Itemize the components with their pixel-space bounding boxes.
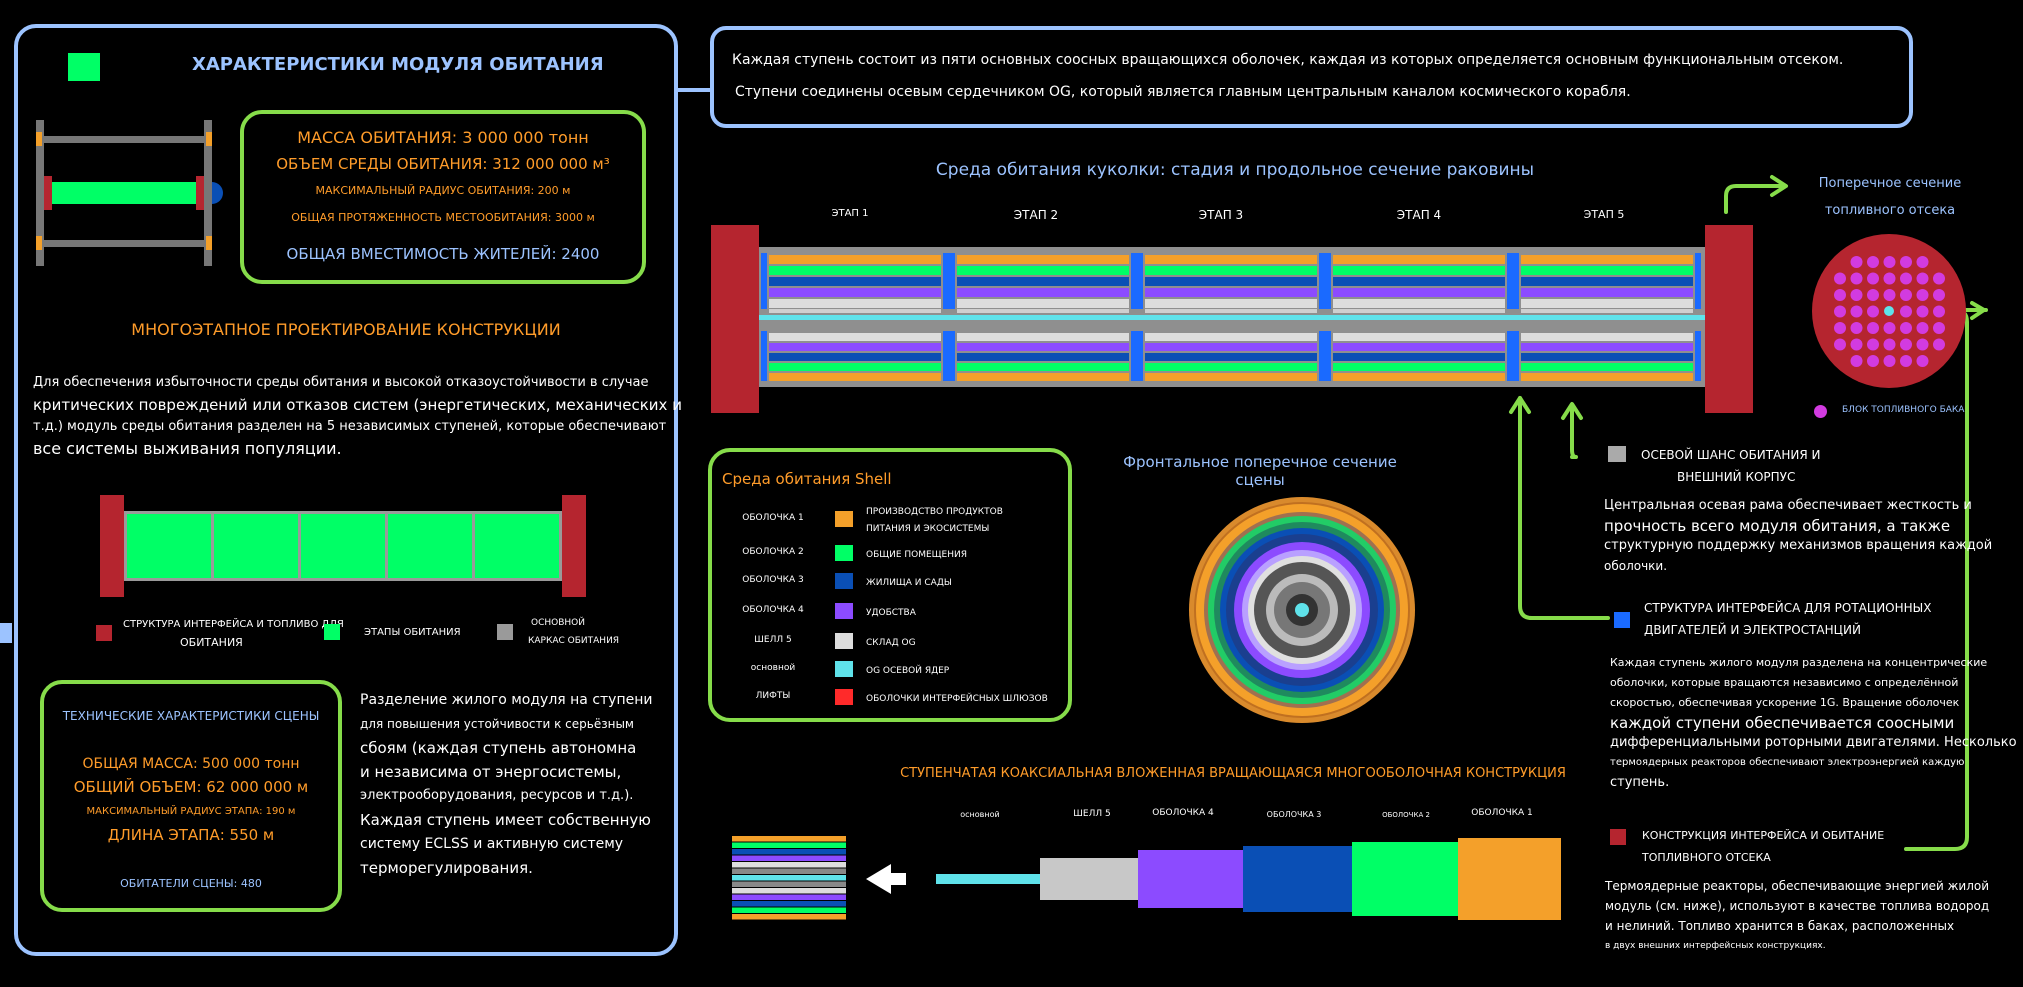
stage-split-text: Разделение жилого модуля на ступени для …	[360, 692, 653, 877]
multistage-text: Для обеспечения избыточности среды обита…	[33, 375, 682, 458]
shell-legend-swatch	[835, 689, 853, 705]
shell-legend-swatch	[835, 511, 853, 527]
stage-specs-title: ТЕХНИЧЕСКИЕ ХАРАКТЕРИСТИКИ СЦЕНЫ	[62, 709, 320, 723]
legend-interface-label: СТРУКТУРА ИНТЕРФЕЙСА И ТОПЛИВО ДЛЯ	[123, 619, 344, 630]
habitat-specs-box	[240, 110, 646, 284]
stage-description-line-2: Ступени соединены осевым сердечником OG,…	[735, 84, 1631, 100]
habitat-volume: ОБЪЕМ СРЕДЫ ОБИТАНИЯ: 312 000 000 м³	[276, 155, 610, 173]
shell-legend-desc: OG ОСЕВОЙ ЯДЕР	[866, 666, 950, 676]
shell-legend-name: ШЕЛЛ 5	[754, 635, 792, 645]
longitudinal-section-title: Среда обитания куколки: стадия и продоль…	[935, 160, 1535, 180]
shell-legend-name: ОБОЛОЧКА 3	[742, 575, 804, 585]
longitudinal-section-diagram	[711, 225, 1753, 413]
stage-residents: ОБИТАТЕЛИ СЦЕНЫ: 480	[120, 877, 262, 890]
legend-frame-swatch	[497, 624, 513, 640]
legend-stages-label: ЭТАПЫ ОБИТАНИЯ	[364, 627, 461, 638]
fuel-tank-swatch	[1814, 405, 1827, 418]
shell-legend-desc: ОБЩИЕ ПОМЕЩЕНИЯ	[866, 550, 967, 560]
coax-label-shell-1: ОБОЛОЧКА 1	[1471, 808, 1533, 818]
stage-description-box	[710, 26, 1913, 128]
shell-legend-desc: УДОБСТВА	[866, 608, 916, 618]
shell-legend-title: Среда обитания Shell	[722, 470, 892, 488]
shell-legend-box	[708, 448, 1072, 722]
shell-legend-swatch	[835, 573, 853, 589]
legend-frame-label: ОСНОВНОЙ	[531, 618, 585, 628]
stage-label-4: ЭТАП 4	[1396, 208, 1442, 222]
legend-interface-swatch	[96, 625, 112, 641]
habitat-color-swatch	[68, 53, 100, 81]
fuel-iface-text: Термоядерные реакторы, обеспечивающие эн…	[1605, 879, 1990, 951]
shell-legend-swatch	[835, 661, 853, 677]
habitat-module-diagram	[36, 120, 223, 266]
legend-interface-label-2: ОБИТАНИЯ	[180, 636, 243, 649]
fuel-tank-label: БЛОК ТОПЛИВНОГО БАКА	[1842, 405, 1965, 415]
stage-label-5: ЭТАП 5	[1583, 208, 1625, 221]
axial-frame-swatch	[1608, 446, 1626, 462]
iface-motor-title: СТРУКТУРА ИНТЕРФЕЙСА ДЛЯ РОТАЦИОННЫХ ДВИ…	[1644, 601, 1932, 637]
iface-motor-swatch	[1614, 612, 1630, 628]
stage-description-line-1: Каждая ступень состоит из пяти основных …	[732, 52, 1844, 68]
shell-legend-name: основной	[750, 663, 796, 673]
coax-label-shell-2: ОБОЛОЧКА 2	[1382, 811, 1430, 819]
habitat-module-panel	[14, 24, 678, 956]
habitat-length: ОБЩАЯ ПРОТЯЖЕННОСТЬ МЕСТООБИТАНИЯ: 3000 …	[291, 211, 595, 224]
fuel-iface-title: КОНСТРУКЦИЯ ИНТЕРФЕЙСА И ОБИТАНИЕ ТОПЛИВ…	[1642, 829, 1885, 864]
five-stage-diagram	[100, 495, 586, 597]
shell-legend-desc: ОБОЛОЧКИ ИНТЕРФЕЙСНЫХ ШЛЮЗОВ	[866, 694, 1048, 704]
coax-label-shell-4: ОБОЛОЧКА 4	[1152, 808, 1214, 818]
habitat-mass: МАССА ОБИТАНИЯ: 3 000 000 тонн	[297, 128, 589, 147]
frontal-section-diagram	[1189, 497, 1415, 723]
shell-legend-name: ОБОЛОЧКА 1	[742, 513, 804, 523]
stage-volume: ОБЩИЙ ОБЪЕМ: 62 000 000 м	[73, 778, 309, 796]
stage-label-2: ЭТАП 2	[1013, 208, 1059, 222]
axial-frame-text: Центральная осевая рама обеспечивает жес…	[1604, 498, 1993, 573]
shell-legend-name: ЛИФТЫ	[755, 691, 791, 701]
stage-specs-box	[40, 680, 342, 912]
stage-label-1: ЭТАП 1	[831, 208, 869, 219]
shell-legend-swatch	[835, 603, 853, 619]
fuel-section-title-1: Поперечное сечение	[1818, 176, 1962, 191]
axial-frame-title: ОСЕВОЙ ШАНС ОБИТАНИЯ И ВНЕШНИЙ КОРПУС	[1641, 448, 1821, 484]
coax-label-shell-5: ШЕЛЛ 5	[1073, 809, 1111, 819]
shell-legend-name: ОБОЛОЧКА 4	[742, 605, 804, 615]
habitat-module-title: ХАРАКТЕРИСТИКИ МОДУЛЯ ОБИТАНИЯ	[192, 54, 604, 75]
multistage-title: МНОГОЭТАПНОЕ ПРОЕКТИРОВАНИЕ КОНСТРУКЦИИ	[131, 320, 561, 339]
coax-label-shell-3: ОБОЛОЧКА 3	[1266, 810, 1322, 819]
coax-label-core: основной	[960, 810, 1000, 819]
coaxial-title: СТУПЕНЧАТАЯ КОАКСИАЛЬНАЯ ВЛОЖЕННАЯ ВРАЩА…	[900, 766, 1566, 781]
fuel-iface-swatch	[1610, 829, 1626, 845]
coaxial-diagram	[732, 836, 1561, 920]
shell-legend-desc: СКЛАД OG	[866, 638, 916, 648]
legend-frame-label-2: КАРКАС ОБИТАНИЯ	[528, 636, 620, 646]
stage-mass: ОБЩАЯ МАССА: 500 000 тонн	[82, 756, 300, 772]
iface-motor-text: Каждая ступень жилого модуля разделена н…	[1610, 656, 2017, 790]
stage-length: ДЛИНА ЭТАПА: 550 м	[107, 826, 275, 844]
shell-legend-swatch	[835, 545, 853, 561]
shell-legend-desc: ЖИЛИЩА И САДЫ	[866, 578, 952, 588]
shell-legend-name: ОБОЛОЧКА 2	[742, 547, 804, 557]
stage-radius: МАКСИМАЛЬНЫЙ РАДИУС ЭТАПА: 190 м	[86, 806, 296, 817]
shell-legend-swatch	[835, 633, 853, 649]
legend-stages-swatch	[324, 624, 340, 640]
fuel-section-title-2: топливного отсека	[1824, 203, 1956, 218]
habitat-capacity: ОБЩАЯ ВМЕСТИМОСТЬ ЖИТЕЛЕЙ: 2400	[286, 245, 600, 263]
stage-label-3: ЭТАП 3	[1198, 208, 1244, 222]
habitat-radius: МАКСИМАЛЬНЫЙ РАДИУС ОБИТАНИЯ: 200 м	[315, 184, 571, 197]
frontal-section-title: Фронтальное поперечное сечение сцены	[1123, 453, 1397, 489]
fuel-section-diagram	[1812, 234, 1966, 388]
